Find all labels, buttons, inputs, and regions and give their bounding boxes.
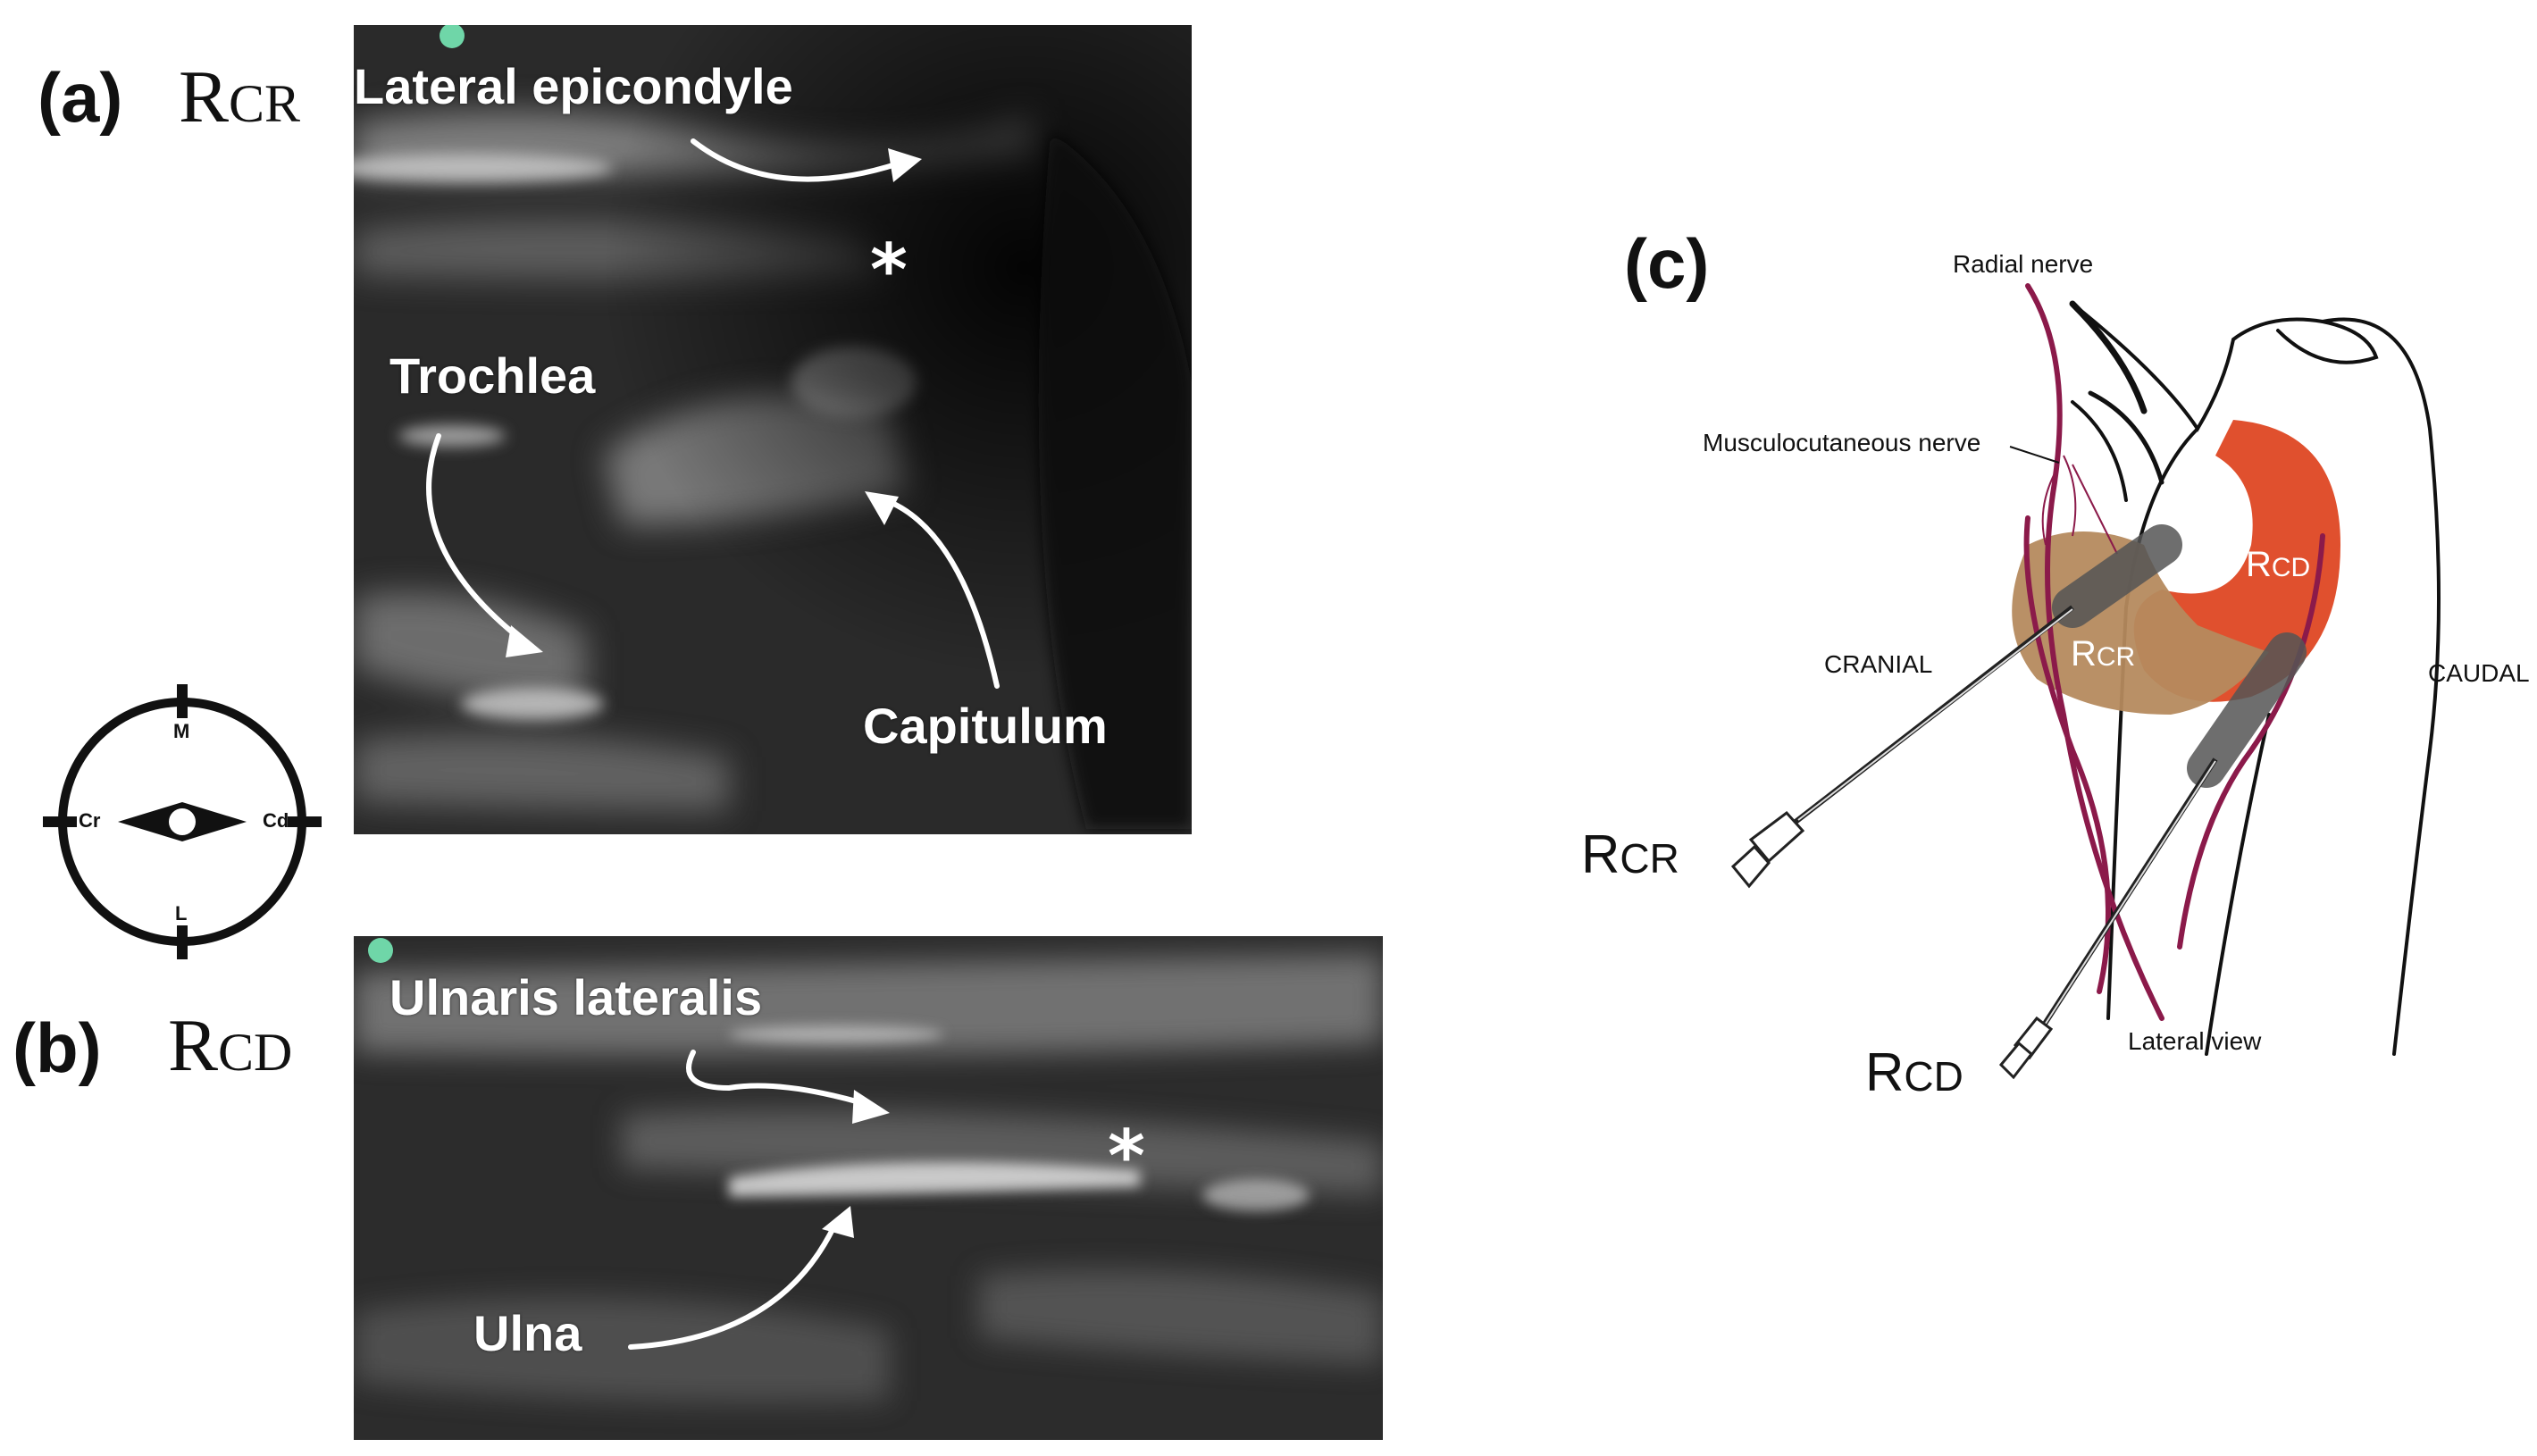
olecranon-outline	[2071, 302, 2379, 432]
inner-rcd-sub: CD	[2271, 553, 2311, 582]
asterisk-a: *	[870, 229, 908, 312]
inner-rcr-sub: CR	[2096, 642, 2136, 672]
orientation-compass: M L Cr Cd	[39, 679, 325, 965]
elbow-diagram: Radial nerve Musculocutaneous nerve CRAN…	[1697, 250, 2530, 1108]
rcd-approach-main: R	[1865, 1042, 1905, 1102]
label-radial-nerve: Radial nerve	[1953, 250, 2094, 278]
panel-c-letter: (c)	[1624, 224, 1710, 303]
arrow-ulna	[628, 1219, 839, 1350]
label-ulnaris-lateralis: Ulnaris lateralis	[389, 969, 763, 1025]
orientation-marker-b	[368, 938, 393, 963]
label-cranial: CRANIAL	[1824, 650, 1933, 678]
rcr-approach-main: R	[1581, 824, 1620, 884]
rcr-region	[2012, 531, 2269, 715]
asterisk-b: *	[1108, 1115, 1145, 1198]
ultrasound-texture-b	[354, 936, 1383, 1440]
compass-left-label: Cr	[79, 809, 101, 832]
arrow-ulnaris-lateralis	[686, 1050, 875, 1109]
panel-b-approach-label: RCD	[168, 1002, 292, 1089]
label-lateral-epicondyle: Lateral epicondyle	[354, 58, 793, 114]
arrow-lateral-epicondyle	[691, 138, 901, 182]
label-inner-rcr: RCR	[2071, 634, 2135, 674]
arrow-trochlea	[426, 433, 526, 644]
probe-rcd	[2187, 632, 2307, 788]
orientation-marker-a	[440, 25, 465, 48]
panel-b-approach-sub: CD	[218, 1023, 293, 1082]
arrow-capitulum	[878, 496, 1000, 689]
inner-rcr-main: R	[2071, 634, 2097, 674]
panel-a-letter: (a)	[38, 58, 123, 137]
leader-line	[2009, 446, 2060, 464]
rcd-approach-sub: CD	[1904, 1053, 1963, 1100]
inner-rcd-main: R	[2246, 545, 2272, 584]
panel-a-approach-label: RCR	[179, 54, 300, 140]
label-rcd-approach: RCD	[1865, 1042, 1963, 1103]
probe-rcr	[2052, 524, 2182, 628]
panel-b-approach-main: R	[168, 1004, 219, 1087]
needle-rcd	[1998, 757, 2218, 1080]
ulna-caudal-outline	[2321, 317, 2441, 1056]
inner-bone-outline	[2205, 713, 2271, 1056]
label-caudal: CAUDAL	[2428, 659, 2530, 687]
panel-b-letter: (b)	[13, 1008, 102, 1087]
ultrasound-texture-a	[354, 25, 1192, 834]
label-trochlea: Trochlea	[389, 347, 596, 404]
musculocutaneous-nerve-path	[2023, 515, 2111, 994]
panel-a-approach-sub: CR	[229, 74, 301, 133]
compass-right-label: Cd	[263, 809, 289, 832]
nerve-paths	[2023, 283, 2325, 1021]
panel-a-approach-main: R	[179, 55, 230, 138]
compass-graphic	[43, 684, 322, 959]
label-ulna: Ulna	[473, 1305, 582, 1361]
compass-top-label: M	[173, 720, 190, 742]
rcr-approach-sub: CR	[1620, 835, 1679, 882]
label-musculocutaneous-nerve: Musculocutaneous nerve	[1703, 429, 1981, 456]
label-capitulum: Capitulum	[863, 698, 1108, 754]
elbow-diagram-graphic	[1730, 283, 2441, 1080]
ultrasound-image-b: Ulnaris lateralis * Ulna	[354, 936, 1383, 1440]
compass-bottom-label: L	[175, 902, 188, 925]
label-lateral-view: Lateral view	[2128, 1027, 2262, 1055]
label-rcr-approach: RCR	[1581, 824, 1679, 885]
needle-rcr	[1730, 605, 2074, 889]
ultrasound-image-a: Lateral epicondyle * Trochlea Capitulum	[354, 25, 1192, 834]
label-inner-rcd: RCD	[2246, 545, 2310, 585]
